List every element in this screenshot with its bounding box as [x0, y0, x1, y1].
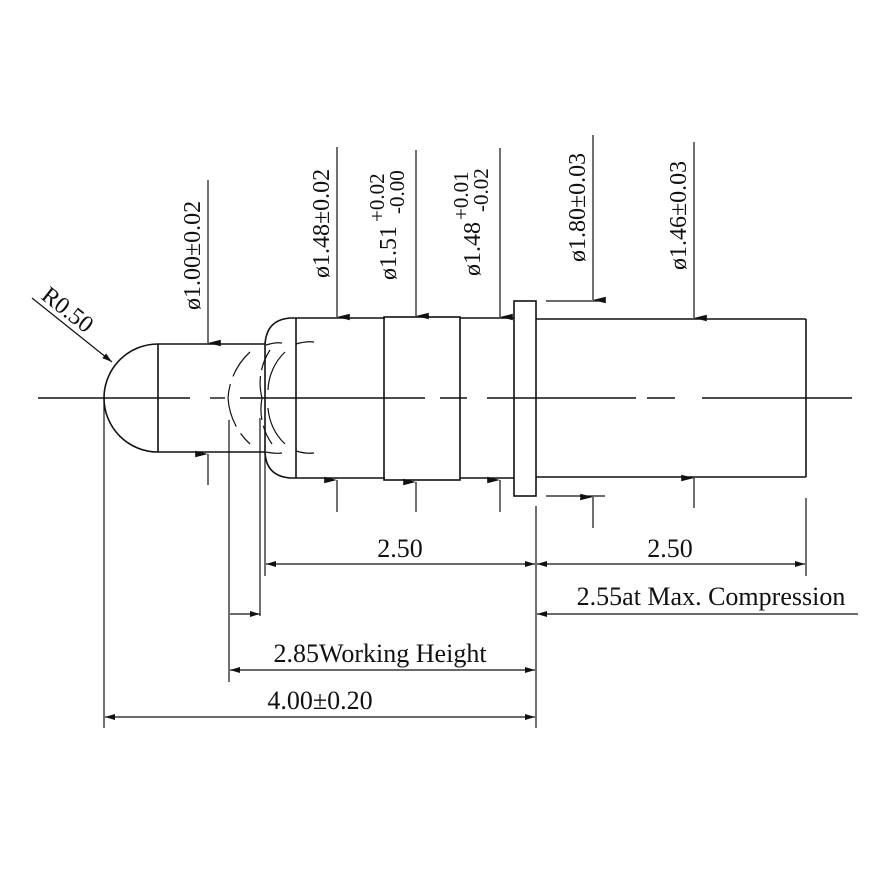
tolerance-lower-barrel-front: -0.02: [469, 168, 493, 212]
plunger-head: [264, 317, 385, 479]
max-compression-label: 2.55at Max. Compression: [577, 582, 846, 611]
diameter-callout-tip: ø1.00±0.02: [180, 180, 221, 485]
diameter-callout-barrel-front: ø1.48 +0.01 -0.02: [449, 148, 513, 512]
diameter-callout-barrel-tail: ø1.46±0.03: [666, 142, 707, 508]
dimension-working-height: 2.85Working Height: [230, 639, 535, 673]
diameter-label-plunger-head: ø1.48±0.02: [309, 169, 335, 278]
diameter-label-tip: ø1.00±0.02: [180, 201, 206, 310]
flange: [513, 300, 537, 497]
tolerance-upper-barrel-front: +0.01: [449, 171, 473, 220]
dimension-max-compression: 2.55at Max. Compression: [230, 582, 858, 617]
diameter-callout-plunger-head: ø1.48±0.02: [309, 147, 350, 512]
radius-callout: R0.50: [31, 282, 113, 363]
tolerance-upper-barrel-band: +0.02: [365, 173, 389, 222]
diameter-label-barrel-front: ø1.48: [460, 222, 486, 276]
extension-lines: [103, 398, 807, 728]
tolerance-lower-barrel-band: -0.00: [385, 170, 409, 214]
diameter-callout-flange: ø1.80±0.03: [546, 135, 606, 528]
diameter-label-flange: ø1.80±0.03: [565, 153, 591, 262]
dimension-total-length: 4.00±0.20: [105, 686, 535, 720]
plunger-tip: [103, 343, 273, 453]
radius-label: R0.50: [36, 282, 98, 338]
dimension-tail-length: 2.50: [537, 534, 805, 567]
barrel-tail: [536, 318, 807, 478]
tail-length-label: 2.50: [647, 534, 693, 563]
working-height-label: 2.85Working Height: [273, 639, 487, 668]
dimension-front-length: 2.50: [266, 534, 535, 567]
total-length-label: 4.00±0.20: [267, 686, 372, 715]
diameter-callout-barrel-band: ø1.51 +0.02 -0.00: [365, 150, 429, 512]
front-length-label: 2.50: [377, 534, 423, 563]
diameter-label-barrel-band: ø1.51: [376, 226, 402, 280]
diameter-label-barrel-tail: ø1.46±0.03: [666, 161, 692, 270]
